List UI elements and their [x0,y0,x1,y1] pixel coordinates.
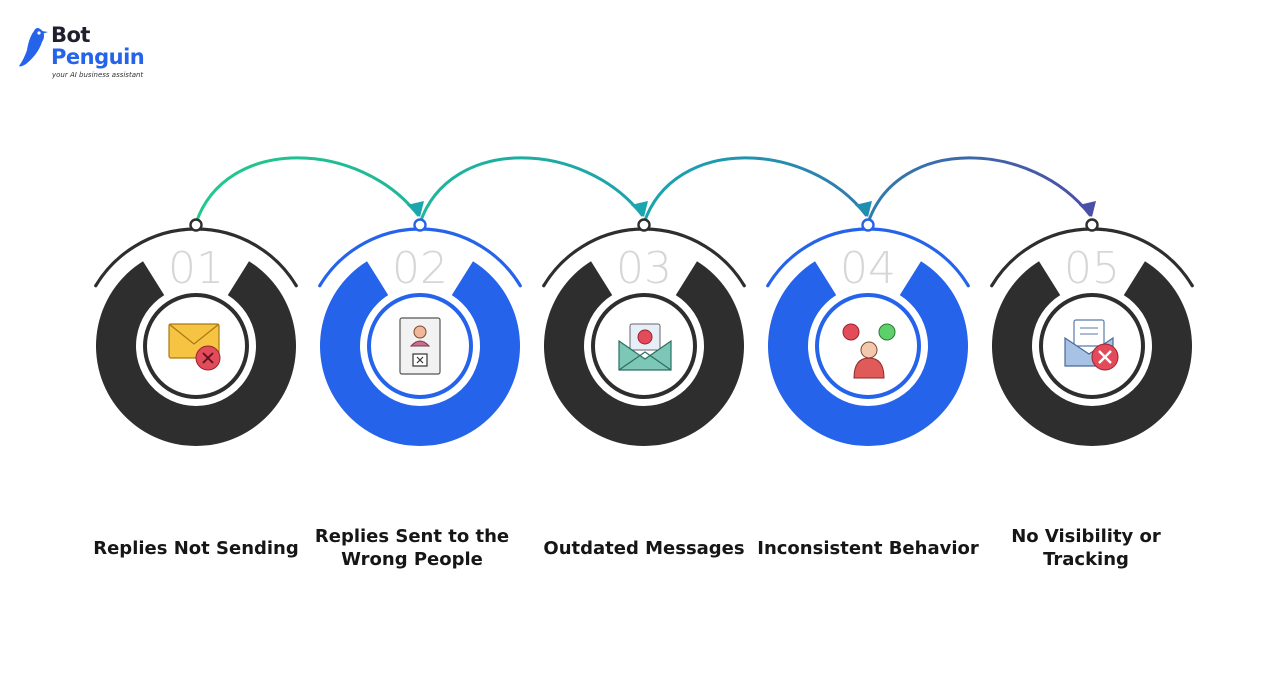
node-dot [189,218,203,232]
step-number: 05 [1064,243,1120,294]
step-ring [95,261,296,447]
step-ring [319,261,520,447]
connector-arrow [418,156,644,225]
node-dot [1085,218,1099,232]
brand-name-line1: Bot [51,23,90,47]
connector-arrow [194,156,420,225]
step-05: 05 [990,218,1194,447]
envelope-no-tracking-icon [1064,319,1119,371]
step-label-line: No Visibility or [1011,526,1161,547]
inner-ring [143,293,249,399]
step-label: Inconsistent Behavior [753,537,983,560]
inner-ring [367,293,473,399]
step-ring [768,261,969,447]
brand-tagline: your AI business assistant [52,71,144,79]
step-label-line: Replies Sent to the [314,526,510,547]
step-04: 04 [766,218,970,447]
step-number: 03 [616,243,672,294]
inner-ring [815,293,921,399]
inner-ring [1039,293,1145,399]
arrow-head [855,201,872,217]
step-02: 02 [318,218,522,447]
step-circles: 01 02 03 04 05 [94,218,1194,447]
step-label-line: Tracking [1043,549,1129,570]
connector-arrow [866,156,1092,225]
penguin-icon [19,28,48,67]
step-number: 01 [168,243,224,294]
connector-arrow [642,156,868,225]
brand-logo: Bot Penguin your AI business assistant [18,24,158,84]
step-label: Replies Not Sending [81,537,311,560]
step-label: Outdated Messages [529,537,759,560]
brand-name-line2: Penguin [51,45,145,69]
arrow-head [1079,201,1096,217]
step-number: 04 [840,243,896,294]
open-envelope-error-icon [618,323,672,371]
step-01: 01 [94,218,298,447]
step-03: 03 [542,218,746,446]
node-dot [637,218,651,232]
node-dot [861,218,875,232]
step-label-line: Inconsistent Behavior [757,538,979,559]
step-label-line: Replies Not Sending [93,538,299,559]
step-ring [543,261,744,446]
inner-ring [591,293,697,399]
step-ring [991,261,1193,447]
envelope-error-icon [168,323,221,371]
step-number: 02 [392,243,448,294]
node-dot [413,218,427,232]
wrong-recipient-document-icon [399,317,441,375]
connector-arrows [194,156,1096,225]
arrow-head [631,201,648,217]
step-label-line: Wrong People [341,549,483,570]
arrow-head [407,201,424,217]
mixed-emotions-person-icon [842,323,896,379]
step-label-line: Outdated Messages [543,538,745,559]
